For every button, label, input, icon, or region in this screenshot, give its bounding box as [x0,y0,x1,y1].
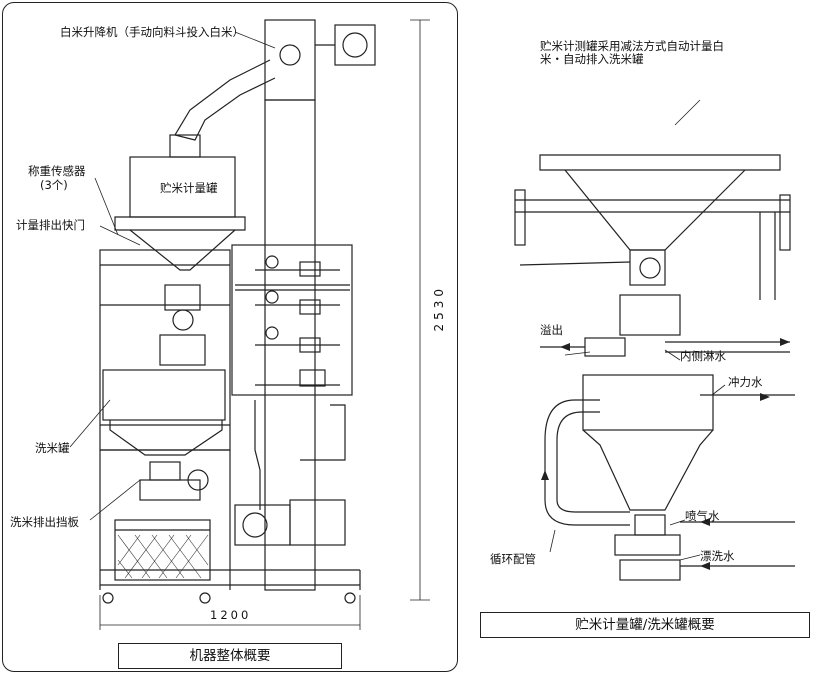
wash-tank-upper [582,374,714,431]
rinse-water-callout: 漂洗水 [700,549,735,563]
elevator-callout: 白米升降机（手动向料斗投入白米） [60,25,244,39]
storage-tank-callout: 贮米计量罐 [160,181,218,195]
elevator-chute [174,59,276,141]
right-caption: 贮米计量罐/洗米罐概要 [480,612,810,638]
wash-baffle-callout: 洗米排出挡板 [10,515,79,529]
circulation-callout: 循环配管 [490,552,536,566]
discharge-gate-callout: 计量排出快门 [16,218,85,232]
left-caption: 机器整体概要 [118,643,342,669]
width-dimension: 1200 [210,608,252,622]
overflow-callout: 溢出 [540,323,563,337]
circulation-pipe [544,399,630,526]
jet-water-callout: 冲力水 [728,375,763,389]
rice-basket [114,519,211,581]
measurement-note: 贮米计测罐采用减法方式自动计量白米・自动排入洗米罐 [540,39,724,66]
pump-motor [289,499,346,546]
inner-spray-callout: 内侧淋水 [680,349,726,363]
elevator-head [264,19,316,101]
elevator-motor [334,24,376,66]
pipe-rack [231,244,353,396]
load-sensor-callout: 称重传感器 [28,164,86,178]
storage-tank-hopper [539,154,781,171]
load-sensor-count: (3个) [40,178,68,192]
wash-tank-callout: 洗米罐 [35,441,70,455]
wash-tank-body [102,369,226,421]
spray-water-callout: 喷气水 [685,509,720,523]
height-dimension: 2530 [432,285,446,332]
